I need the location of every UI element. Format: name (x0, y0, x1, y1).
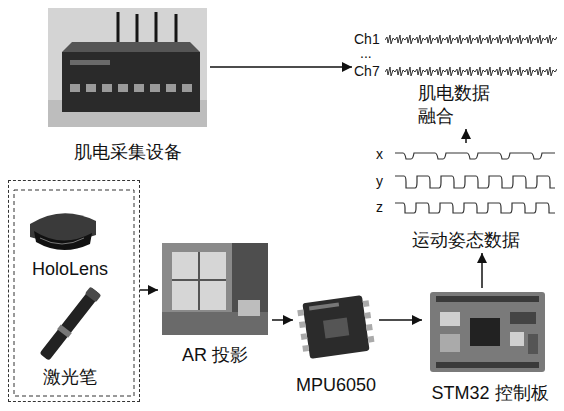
chip-marking (309, 302, 339, 310)
node-text: z (376, 199, 383, 217)
motion-wave (395, 173, 555, 191)
flow-arrow (140, 289, 158, 291)
board-component (528, 334, 538, 354)
laser-pen-ring (57, 324, 72, 337)
chip-pin (364, 312, 371, 319)
ar-photo-ground (162, 243, 268, 335)
laser-pen-body (39, 287, 100, 361)
chip-pin (301, 333, 308, 340)
ar-photo-window-bar (172, 279, 226, 281)
chip-panel: MPU6050 (293, 290, 379, 398)
chip-pin (299, 321, 306, 328)
caption-text: HoloLens (32, 258, 108, 281)
chip-pin (297, 309, 304, 316)
laser-pen-head (85, 287, 102, 303)
hololens-highlight (40, 238, 84, 244)
device-port (70, 84, 80, 92)
chip-body (302, 295, 369, 359)
board-pcb (430, 292, 545, 372)
device-port (118, 84, 128, 92)
emg-wave (385, 65, 557, 79)
device-port (86, 84, 96, 92)
board-mcu (470, 318, 500, 346)
device-top-face (62, 42, 200, 52)
device-port (150, 84, 160, 92)
device-group: HoloLens 激光笔 (8, 180, 140, 402)
caption-text: 运动姿态数据 (412, 229, 520, 252)
flow-arrow (465, 129, 467, 143)
emg-wave (385, 33, 557, 47)
device-body (62, 52, 200, 112)
emg-signal-panel: Ch1...Ch7 (352, 30, 560, 80)
motion-wave (395, 200, 555, 216)
image-panel: AR 投影 (158, 240, 272, 368)
board-connector (440, 334, 460, 352)
ar-photo-window (172, 252, 226, 310)
caption-text: 激光笔 (43, 366, 97, 389)
chip-pin (363, 300, 370, 307)
motion-wave-y (395, 173, 555, 191)
node-text: 肌电数据 融合 (418, 82, 495, 127)
node-text: ... (360, 45, 372, 63)
node-text: x (376, 146, 383, 164)
device-panel-strip (70, 60, 110, 65)
device-photo-ground (48, 8, 207, 127)
chip-pin (368, 336, 375, 343)
flow-arrow (210, 66, 352, 68)
fusion-label-box: 肌电数据 融合 (416, 80, 497, 129)
image-panel: 激光笔 (20, 288, 120, 390)
caption-text: 肌电采集设备 (74, 141, 182, 164)
board-panel: STM32 控制板 (422, 288, 558, 406)
board-component (510, 312, 536, 324)
chip-pin (302, 345, 309, 352)
chip-die (323, 317, 349, 338)
flow-arrow (272, 319, 293, 321)
board-connector (440, 312, 460, 326)
emg-wave-ch7 (385, 65, 557, 79)
hololens-visor (34, 231, 92, 250)
laser-pen (39, 287, 102, 362)
caption-text: MPU6050 (296, 374, 376, 397)
motion-wave-z (395, 200, 555, 216)
motion-signal-panel: xyz 运动姿态数据 (372, 143, 560, 253)
board-component (510, 332, 524, 346)
node-text: Ch7 (354, 63, 380, 81)
photo-panel: 肌电采集设备 (45, 5, 210, 165)
emg-wave-ch1 (385, 33, 557, 47)
ar-photo-object (238, 300, 260, 316)
motion-wave-x (395, 148, 555, 164)
caption-text: STM32 控制板 (431, 382, 548, 405)
board-header (436, 296, 539, 302)
chip-pin (366, 324, 373, 331)
flow-arrow (379, 319, 422, 321)
caption-text: AR 投影 (182, 344, 248, 367)
image-panel: HoloLens (20, 200, 120, 282)
node-text: y (376, 173, 383, 191)
device-port (134, 84, 144, 92)
motion-wave (395, 148, 555, 164)
inner-dashed-frame (14, 190, 134, 396)
device-port (166, 84, 176, 92)
device-port (182, 84, 192, 92)
flow-arrow (481, 253, 483, 288)
mpu6050-chip (296, 294, 375, 359)
device-port (102, 84, 112, 92)
board-header (436, 362, 539, 368)
